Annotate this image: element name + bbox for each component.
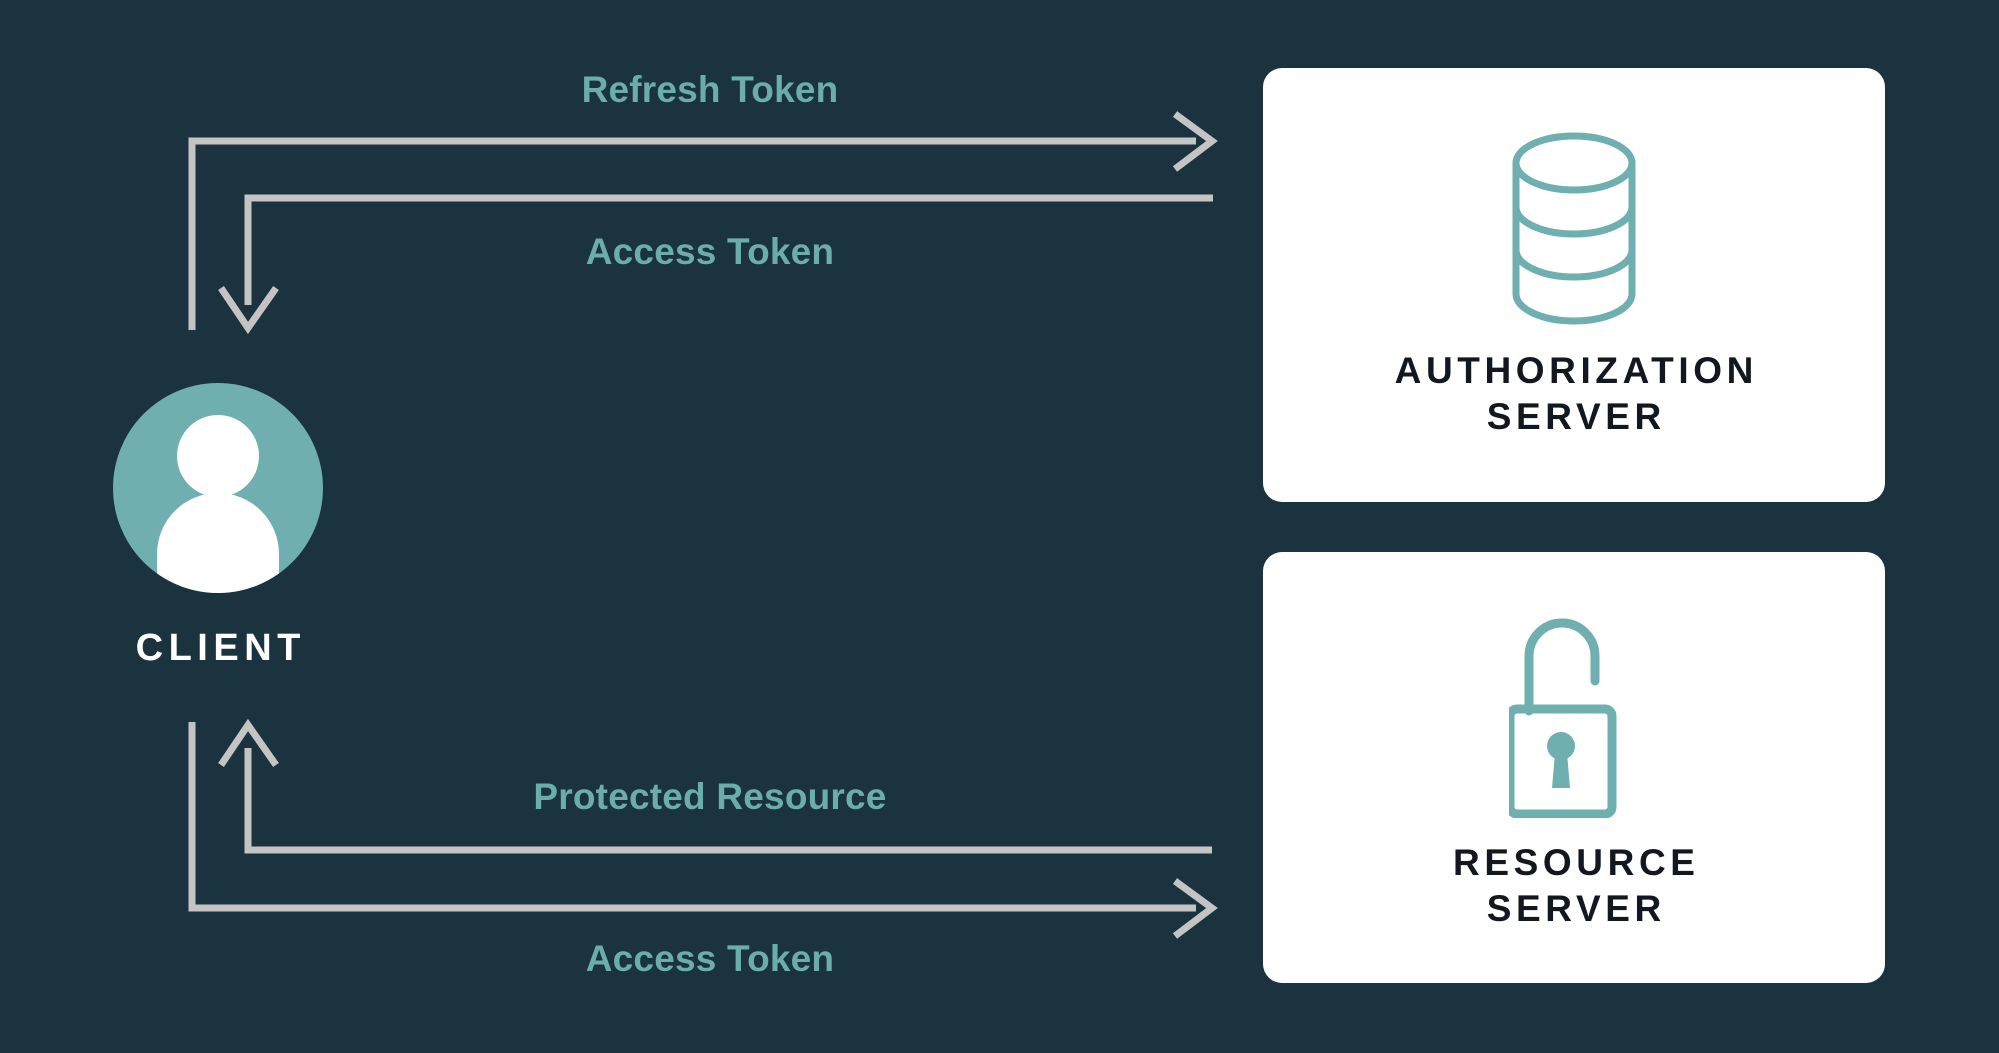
flow-label-refresh-token: Refresh Token bbox=[581, 69, 839, 110]
database-stack-icon bbox=[1512, 132, 1636, 325]
authorization-server-title-line2: SERVER bbox=[1486, 395, 1666, 437]
authorization-server-title: AUTHORIZATION SERVER bbox=[1390, 348, 1758, 440]
flow-label-access-token-top: Access Token bbox=[585, 231, 835, 272]
authorization-server-title-line1: AUTHORIZATION bbox=[1394, 349, 1758, 391]
connector-access-token-top bbox=[218, 194, 1213, 335]
connector-refresh-token bbox=[188, 111, 1218, 330]
resource-server-title-line1: RESOURCE bbox=[1453, 842, 1700, 884]
keyhole-shape bbox=[1547, 732, 1575, 789]
client-node[interactable]: CLIENT bbox=[113, 383, 323, 667]
resource-server-title: RESOURCE SERVER bbox=[1448, 840, 1699, 932]
flow-label-protected-resource: Protected Resource bbox=[533, 776, 887, 817]
connector-protected-resource bbox=[218, 718, 1212, 854]
avatar-body bbox=[157, 493, 279, 593]
connector-access-token-bottom bbox=[188, 722, 1218, 939]
flow-label-access-token-bottom: Access Token bbox=[585, 938, 835, 979]
client-label: CLIENT bbox=[135, 627, 306, 669]
open-padlock-icon bbox=[1509, 618, 1617, 819]
avatar-head bbox=[177, 415, 259, 497]
authorization-server-card[interactable]: AUTHORIZATION SERVER bbox=[1263, 68, 1885, 502]
resource-server-card[interactable]: RESOURCE SERVER bbox=[1263, 552, 1885, 983]
user-avatar-icon bbox=[113, 383, 323, 593]
resource-server-title-line2: SERVER bbox=[1486, 888, 1666, 929]
